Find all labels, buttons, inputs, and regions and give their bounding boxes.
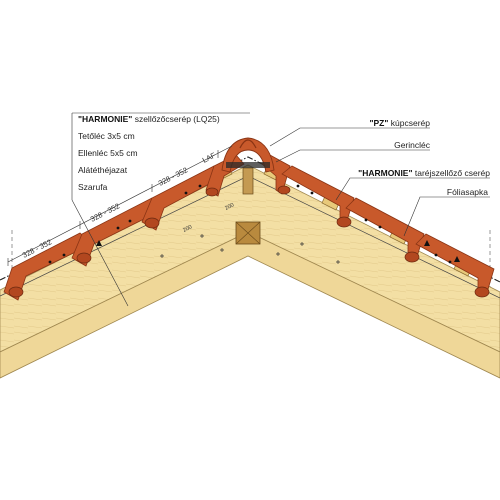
label-counter-batten: Ellenléc 5x5 cm — [78, 148, 138, 158]
label-underlay: Alátéthéjazat — [78, 165, 128, 175]
right-label-block: "PZ" kúpcserép Gerincléc "HARMONIE" taré… — [358, 118, 490, 197]
label-harmonie-vent-tile: "HARMONIE" szellőzőcserép (LQ25) — [78, 114, 220, 124]
label-foil-cap: Fóliasapka — [447, 187, 488, 197]
label-ridge-batten: Gerincléc — [394, 140, 431, 150]
leader-lines-left — [71, 112, 250, 307]
ridge-tile — [221, 137, 275, 173]
fastener-dots — [48, 184, 452, 264]
dim-laf: LAF — [201, 150, 218, 164]
label-harmonie-ridge-vent: "HARMONIE" taréjszellőző cserép — [358, 168, 490, 178]
ridge-batten — [235, 167, 261, 245]
label-rafter: Szarufa — [78, 182, 108, 192]
label-pz-ridge-tile: "PZ" kúpcserép — [369, 118, 430, 128]
dim-gap-b: 200 — [224, 202, 235, 212]
leader-lines-right — [269, 127, 490, 237]
airflow-arrows — [96, 240, 460, 262]
vent-markers — [160, 234, 340, 264]
tile-noses — [8, 185, 490, 298]
dim-gap-a: 200 — [182, 224, 193, 234]
dimension-lines — [7, 145, 233, 266]
left-label-block: "HARMONIE" szellőzőcserép (LQ25) Tetőléc… — [78, 114, 220, 192]
label-batten: Tetőléc 3x5 cm — [78, 131, 135, 141]
